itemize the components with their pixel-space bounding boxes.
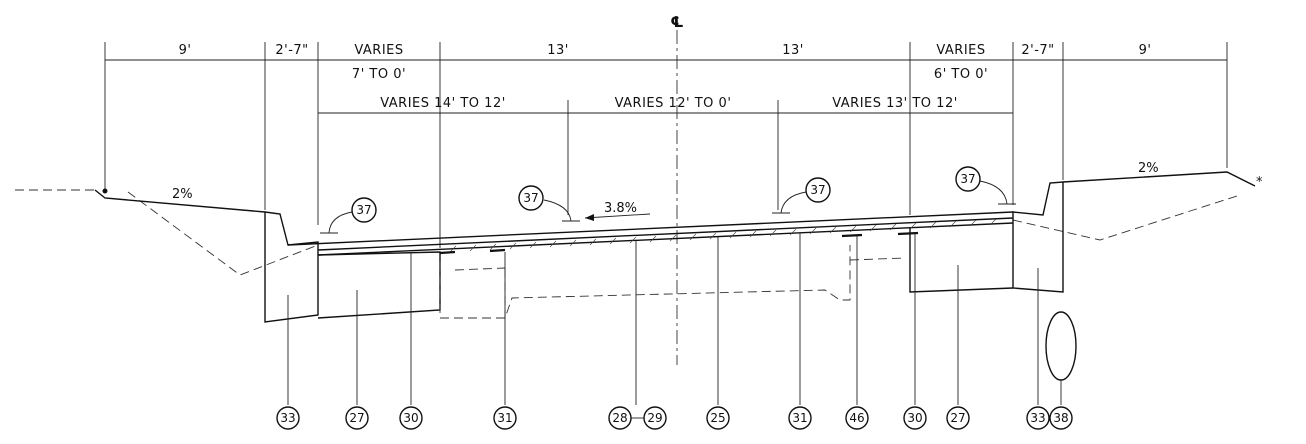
left-approach: 2% [94, 187, 441, 323]
svg-text:37: 37 [523, 191, 538, 205]
dim-left-shoulder: 9' [179, 43, 192, 58]
existing-superstructure [439, 245, 906, 319]
callout-46: 46 [845, 236, 869, 430]
dim-span-left: VARIES 14' TO 12' [380, 96, 506, 111]
callout-25: 25 [706, 237, 730, 430]
callout-30-left: 30 [399, 252, 423, 430]
svg-text:37: 37 [356, 203, 371, 217]
dim-right-varies: VARIES [936, 43, 985, 58]
callout-27-left: 27 [345, 290, 369, 430]
callout-37-mid-right: 37 [772, 177, 831, 214]
top-callouts: 37 37 37 37 [320, 166, 1016, 234]
deck-top-surface [287, 211, 1014, 246]
right-abutment [909, 228, 1014, 293]
svg-text:27: 27 [950, 411, 965, 425]
left-grade-point [102, 188, 108, 194]
dim-left-varies: VARIES [354, 43, 403, 58]
existing-ground [15, 189, 1241, 276]
dim-left-lane: 13' [547, 43, 569, 58]
svg-text:37: 37 [810, 183, 825, 197]
callout-31-right: 31 [788, 233, 812, 430]
dim-span-right: VARIES 13' TO 12' [832, 96, 958, 111]
svg-text:25: 25 [710, 411, 725, 425]
bearing-pad-right-inner [841, 233, 863, 238]
top-dimension-ticks [104, 42, 1228, 248]
dim-right-varies-range: 6' TO 0' [934, 67, 988, 82]
left-barrier [264, 211, 319, 323]
dim-span-middle: VARIES 12' TO 0' [615, 96, 732, 111]
svg-text:37: 37 [960, 172, 975, 186]
bottom-callouts: 33 27 30 31 28 29 25 [276, 233, 1073, 430]
centerline-symbol: ℄ [670, 13, 683, 31]
deck-hatch [449, 218, 997, 253]
svg-text:31: 31 [792, 411, 807, 425]
left-abutment [317, 251, 441, 319]
left-slope-label: 2% [172, 187, 193, 202]
centerline: ℄ [670, 13, 684, 365]
dim-left-varies-range: 7' TO 0' [352, 67, 406, 82]
dim-right-shoulder: 9' [1139, 43, 1152, 58]
callout-31-left: 31 [493, 252, 517, 430]
bearing-pad-left-inner [489, 248, 506, 253]
callout-37-left: 37 [320, 197, 377, 234]
svg-text:28: 28 [612, 411, 627, 425]
utility-oval [1045, 311, 1077, 381]
dim-right-barrier: 2'-7" [1021, 43, 1054, 58]
callout-33-right: 33 [1026, 268, 1050, 430]
deck-slope-arrow [584, 213, 651, 219]
deck-slope-arrowhead [585, 214, 594, 221]
right-slope-label: 2% [1138, 161, 1159, 176]
svg-text:46: 46 [849, 411, 864, 425]
svg-text:33: 33 [1030, 411, 1045, 425]
deck-slope-label: 3.8% [604, 201, 637, 216]
callout-38: 38 [1049, 380, 1073, 430]
top-dimension-row: 9' 2'-7" VARIES 7' TO 0' 13' 13' VARIES … [104, 42, 1228, 248]
deck-bottom-surface [317, 222, 1014, 256]
svg-text:29: 29 [647, 411, 662, 425]
callout-37-right: 37 [955, 166, 1016, 205]
svg-text:31: 31 [497, 411, 512, 425]
right-approach: 2% * [909, 161, 1263, 293]
dim-left-barrier: 2'-7" [275, 43, 308, 58]
callout-30-right: 30 [903, 233, 927, 430]
svg-text:38: 38 [1053, 411, 1068, 425]
svg-text:30: 30 [907, 411, 922, 425]
svg-text:33: 33 [280, 411, 295, 425]
callout-27-right: 27 [946, 265, 970, 430]
callout-33-left: 33 [276, 295, 300, 430]
right-asterisk: * [1256, 175, 1263, 190]
second-dimension-row: VARIES 14' TO 12' VARIES 12' TO 0' VARIE… [318, 96, 1013, 215]
dim-right-lane: 13' [782, 43, 804, 58]
svg-text:30: 30 [403, 411, 418, 425]
callout-28-29: 28 29 [608, 241, 667, 430]
deck: 3.8% [287, 201, 1014, 256]
bearing-pad-left [439, 250, 456, 255]
callout-37-mid-left: 37 [518, 185, 580, 222]
svg-text:27: 27 [349, 411, 364, 425]
deck-wearing-surface [317, 217, 1014, 251]
